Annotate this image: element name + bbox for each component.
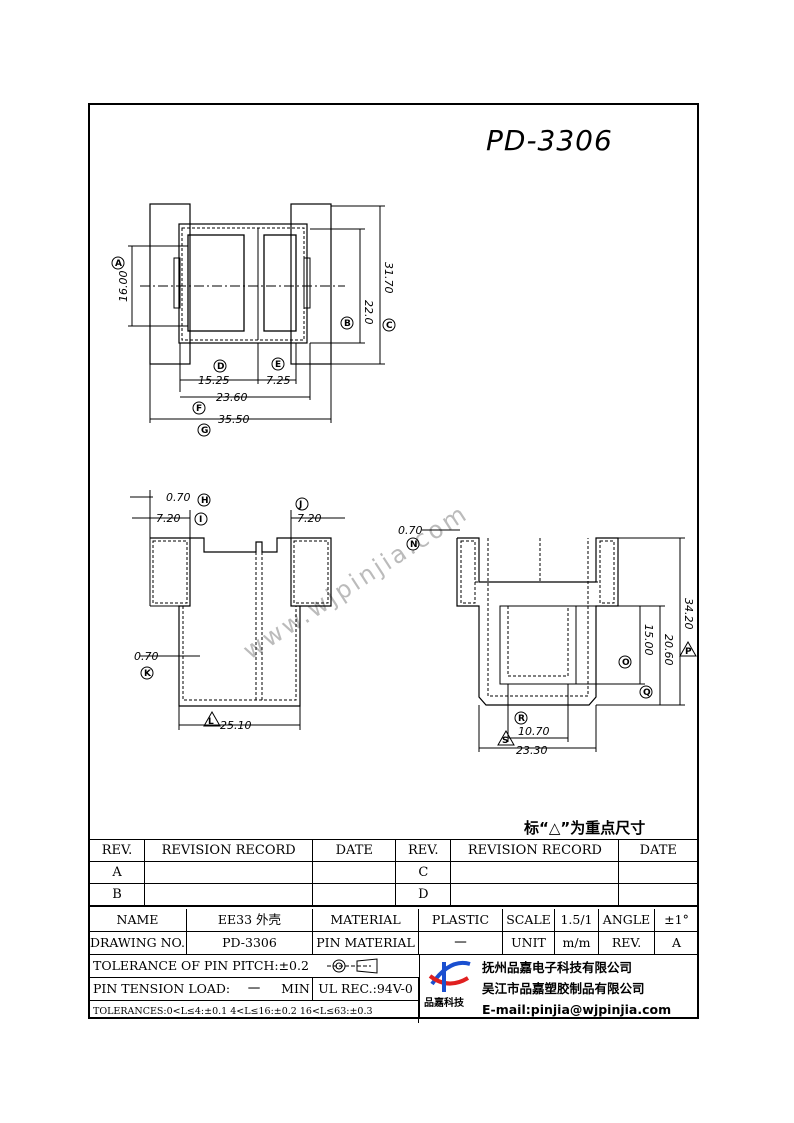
revision-table: REV. REVISION RECORD DATE REV. REVISION … xyxy=(88,839,698,906)
title-row-2: DRAWING NO. PD-3306 PIN MATERIAL 一 UNIT … xyxy=(89,932,698,955)
ul-rec: UL REC.:94V-0 xyxy=(313,978,419,1000)
title-row-3: TOLERANCE OF PIN PITCH:±0.2 xyxy=(89,955,419,978)
dim-35-50: 35.50 xyxy=(218,413,250,426)
logo-text: 品嘉科技 xyxy=(424,998,464,1009)
dim-15-00: 15.00 xyxy=(642,624,655,656)
pin-tension-dash: 一 xyxy=(247,981,261,996)
revision-record-header: REVISION RECORD xyxy=(144,839,314,862)
pitch-tolerance: TOLERANCE OF PIN PITCH:±0.2 xyxy=(93,958,309,973)
name-value: EE33 外壳 xyxy=(187,909,313,931)
drawing-no-value: PD-3306 xyxy=(187,932,313,954)
label-f: F xyxy=(196,404,202,414)
drawing-no-label: DRAWING NO. xyxy=(89,932,187,954)
title-row-4: PIN TENSION LOAD: 一 MIN UL REC.:94V-0 xyxy=(89,978,419,1001)
key-dimension-note: 标“△”为重点尺寸 xyxy=(524,819,646,837)
unit-value: m/m xyxy=(555,932,599,954)
date-header: DATE xyxy=(312,839,397,862)
label-n: N xyxy=(410,540,418,550)
scale-value: 1.5/1 xyxy=(555,909,599,931)
label-s: S xyxy=(502,736,508,746)
pin-tension-label: PIN TENSION LOAD: xyxy=(93,981,231,996)
label-b: B xyxy=(344,319,351,329)
material-label: MATERIAL xyxy=(313,909,419,931)
company-info: 抚州品嘉电子科技有限公司 吴江市品嘉塑胶制品有限公司 E-mail:pinjia… xyxy=(482,957,671,1020)
dim-7-20-i: 7.20 xyxy=(156,512,181,525)
dim-15-25: 15.25 xyxy=(198,374,230,387)
label-a: A xyxy=(115,259,122,269)
projection-symbol xyxy=(327,958,378,974)
dim-20-60: 20.60 xyxy=(662,634,675,666)
label-k: K xyxy=(144,669,152,679)
angle-label: ANGLE xyxy=(599,909,655,931)
label-l: L xyxy=(208,717,214,727)
rev-label: REV. xyxy=(599,932,655,954)
date-header-2: DATE xyxy=(618,839,698,862)
dim-7-20-j: 7.20 xyxy=(297,512,322,525)
name-label: NAME xyxy=(89,909,187,931)
dim-23-60: 23.60 xyxy=(216,391,248,404)
dim-25-10: 25.10 xyxy=(220,719,252,732)
rev-row-d: D xyxy=(395,883,452,906)
dim-34-20: 34.20 xyxy=(682,598,695,630)
watermark: www.wjpinjia.com xyxy=(238,498,474,665)
rev-row-a: A xyxy=(88,861,146,884)
material-value: PLASTIC xyxy=(419,909,503,931)
company-name-2: 吴江市品嘉塑胶制品有限公司 xyxy=(482,981,645,996)
dim-0-70-k: 0.70 xyxy=(134,650,159,663)
label-g: G xyxy=(201,426,208,436)
label-h: H xyxy=(201,496,209,506)
label-o: O xyxy=(622,658,630,668)
front-view: 0.70 34.20 15.00 20.60 10.70 23.30 N O P… xyxy=(398,524,697,757)
title-block: NAME EE33 外壳 MATERIAL PLASTIC SCALE 1.5/… xyxy=(89,905,698,1023)
label-i: I xyxy=(199,515,202,525)
label-c: C xyxy=(386,321,393,331)
title-row-5: TOLERANCES:0<L≤4:±0.1 4<L≤16:±0.2 16<L≤6… xyxy=(89,1001,419,1023)
title-row-1: NAME EE33 外壳 MATERIAL PLASTIC SCALE 1.5/… xyxy=(89,909,698,932)
company-email: E-mail:pinjia@wjpinjia.com xyxy=(482,1002,672,1017)
rev-row-b: B xyxy=(88,883,146,906)
dim-0-70-n: 0.70 xyxy=(398,524,423,537)
dim-7-25: 7.25 xyxy=(266,374,291,387)
top-view: 16.00 22.0 31.70 15.25 7.25 23.60 35.50 … xyxy=(111,203,396,437)
unit-label: UNIT xyxy=(503,932,555,954)
angle-value: ±1° xyxy=(664,912,689,927)
dim-10-70: 10.70 xyxy=(518,725,550,738)
dim-0-70-h: 0.70 xyxy=(166,491,191,504)
dim-16-00: 16.00 xyxy=(117,271,130,303)
label-j: J xyxy=(298,500,302,510)
pin-material-label: PIN MATERIAL xyxy=(313,932,419,954)
drawing-frame xyxy=(88,103,699,1019)
rev-header-2: REV. xyxy=(395,839,452,862)
rev-value: A xyxy=(671,935,682,950)
pin-material-value: 一 xyxy=(419,932,503,954)
general-tolerances: TOLERANCES:0<L≤4:±0.1 4<L≤16:±0.2 16<L≤6… xyxy=(89,1001,419,1023)
label-q: Q xyxy=(643,688,651,698)
company-name-1: 抚州品嘉电子科技有限公司 xyxy=(482,960,633,975)
dim-31-70: 31.70 xyxy=(382,262,395,294)
dim-22-0: 22.0 xyxy=(362,300,375,325)
rev-header: REV. xyxy=(88,839,146,862)
label-d: D xyxy=(217,362,224,372)
pin-tension-min: MIN xyxy=(279,978,313,1000)
scale-label: SCALE xyxy=(503,909,555,931)
label-r: R xyxy=(518,714,525,724)
dim-23-30: 23.30 xyxy=(516,744,548,757)
label-e: E xyxy=(275,360,281,370)
revision-record-header-2: REVISION RECORD xyxy=(450,839,620,862)
rev-row-c: C xyxy=(395,861,452,884)
side-view: 0.70 7.20 7.20 0.70 25.10 H I J K L xyxy=(130,490,345,732)
label-p: P xyxy=(685,647,692,657)
drawing-title: PD-3306 xyxy=(486,124,613,157)
company-logo xyxy=(428,961,471,992)
